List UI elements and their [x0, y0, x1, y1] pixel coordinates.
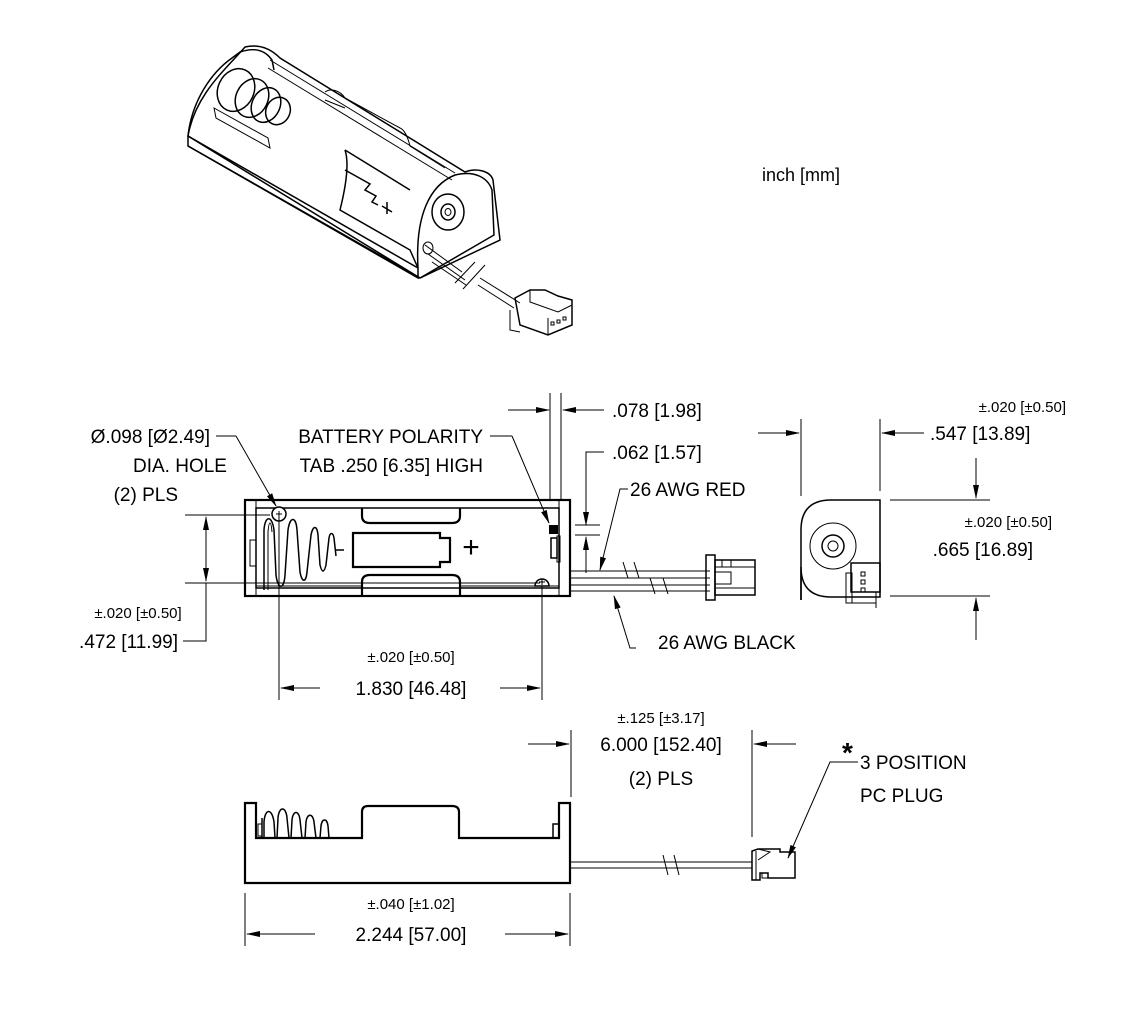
dim-hole-spacing-tol: ±.020 [±0.50]	[367, 649, 454, 666]
callout-red-wire: 26 AWG RED	[630, 480, 745, 501]
dim-hole-vertical: .472 [11.99]	[79, 632, 178, 653]
dim-lead-length-note: (2) PLS	[629, 769, 693, 790]
dim-end-width-tol: ±.020 [±0.50]	[979, 399, 1066, 416]
dim-lead-length: 6.000 [152.40]	[600, 735, 722, 756]
end-view	[800, 499, 881, 608]
mounting-hole-icon	[534, 578, 550, 587]
dim-end-width: .547 [13.89]	[930, 424, 1030, 445]
connector-top	[705, 554, 756, 601]
plus-symbol: +	[462, 531, 480, 564]
callout-plug-asterisk: *	[842, 737, 853, 768]
polarity-tab	[549, 525, 558, 534]
dim-hole-vertical-tol: ±.020 [±0.50]	[94, 605, 181, 622]
battery-icon	[351, 531, 452, 569]
callout-black-wire: 26 AWG BLACK	[658, 633, 796, 654]
dim-overall-length-tol: ±.040 [±1.02]	[367, 896, 454, 913]
callout-polarity-line1: BATTERY POLARITY	[298, 427, 483, 448]
units-label: inch [mm]	[762, 165, 840, 185]
dim-lead-length-tol: ±.125 [±3.17]	[617, 710, 704, 727]
callout-plug-line1: 3 POSITION	[860, 753, 967, 774]
spring-icon	[263, 518, 337, 590]
callout-hole-line1: Ø.098 [Ø2.49]	[91, 427, 210, 448]
spring-icon	[216, 67, 292, 126]
spring-icon	[257, 808, 330, 839]
dim-hole-spacing: 1.830 [46.48]	[356, 679, 467, 700]
top-view: +	[243, 498, 756, 601]
callout-hole-line2: DIA. HOLE	[133, 456, 227, 477]
dim-end-height-tol: ±.020 [±0.50]	[965, 514, 1052, 531]
dim-tab-offset: .062 [1.57]	[612, 443, 702, 464]
connector-side	[751, 848, 796, 881]
isometric-view	[187, 45, 573, 336]
callout-plug-line2: PC PLUG	[860, 786, 943, 807]
callout-hole-line3: (2) PLS	[114, 485, 178, 506]
dim-wall: .078 [1.98]	[612, 401, 702, 422]
connector-iso	[509, 289, 573, 336]
dim-overall-length: 2.244 [57.00]	[356, 925, 467, 946]
dim-end-height: .665 [16.89]	[933, 540, 1033, 561]
side-view	[243, 801, 796, 885]
callout-polarity-line2: TAB .250 [6.35] HIGH	[300, 456, 483, 477]
